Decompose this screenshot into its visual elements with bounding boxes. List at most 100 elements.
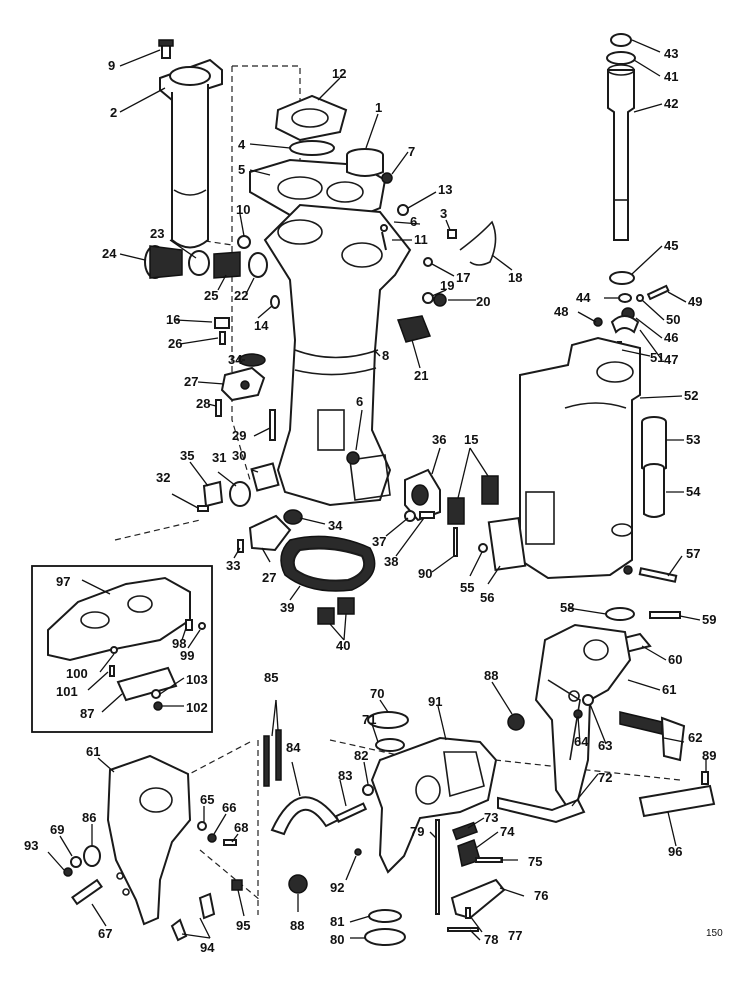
callout-25: 25 bbox=[204, 288, 218, 303]
part-34-gasket bbox=[238, 353, 266, 367]
callout-89: 89 bbox=[702, 748, 716, 763]
part-2-exhaust-tube bbox=[159, 58, 223, 249]
callout-50: 50 bbox=[666, 312, 680, 327]
part-90-pin bbox=[453, 527, 458, 557]
callout-90: 90 bbox=[418, 566, 432, 581]
part-35-bracket bbox=[202, 480, 224, 508]
part-61-stern-bracket-right bbox=[534, 623, 632, 810]
callout-67: 67 bbox=[98, 926, 112, 941]
part-58-ring bbox=[605, 607, 635, 621]
callout-34: 34 bbox=[228, 352, 243, 367]
figure-reference: 150 bbox=[706, 928, 723, 939]
part-92-screw bbox=[354, 848, 362, 856]
part-68-screw bbox=[223, 839, 237, 846]
callout-54: 54 bbox=[686, 484, 701, 499]
callout-40: 40 bbox=[336, 638, 350, 653]
leader-lines bbox=[47, 39, 707, 941]
part-87-block bbox=[116, 666, 178, 702]
part-54-sleeve bbox=[643, 463, 665, 518]
part-21-mount bbox=[396, 315, 432, 343]
callout-38: 38 bbox=[384, 554, 398, 569]
callout-7: 7 bbox=[408, 144, 415, 159]
callout-46: 46 bbox=[664, 330, 678, 345]
part-55-washer bbox=[478, 543, 488, 553]
part-5-gasket bbox=[249, 158, 387, 224]
callout-79: 79 bbox=[410, 824, 424, 839]
callout-13: 13 bbox=[438, 182, 452, 197]
callout-35: 35 bbox=[180, 448, 194, 463]
callout-23: 23 bbox=[150, 226, 164, 241]
callout-78: 78 bbox=[484, 932, 498, 947]
part-95-spring bbox=[231, 879, 243, 891]
callout-42: 42 bbox=[664, 96, 678, 111]
callout-100: 100 bbox=[66, 666, 88, 681]
part-80-washer bbox=[364, 928, 406, 946]
callout-88-right: 88 bbox=[484, 668, 498, 683]
part-75-pin bbox=[475, 857, 503, 863]
callout-56: 56 bbox=[480, 590, 494, 605]
callout-98: 98 bbox=[172, 636, 186, 651]
part-11-pin bbox=[381, 231, 387, 251]
callout-37: 37 bbox=[372, 534, 386, 549]
callout-29: 29 bbox=[232, 428, 246, 443]
part-97-gasket bbox=[47, 576, 191, 662]
callout-92: 92 bbox=[330, 880, 344, 895]
callout-69: 69 bbox=[50, 822, 64, 837]
callout-102: 102 bbox=[186, 700, 208, 715]
callout-17: 17 bbox=[456, 270, 470, 285]
part-12-gasket bbox=[274, 94, 348, 142]
callout-21: 21 bbox=[414, 368, 428, 383]
callout-80: 80 bbox=[330, 932, 344, 947]
callout-77: 77 bbox=[508, 928, 522, 943]
callout-31: 31 bbox=[212, 450, 226, 465]
callout-65: 65 bbox=[200, 792, 214, 807]
callout-103: 103 bbox=[186, 672, 208, 687]
part-61-stern-bracket-left bbox=[106, 754, 192, 926]
callout-57: 57 bbox=[686, 546, 700, 561]
part-43-cap bbox=[610, 33, 632, 47]
callout-86: 86 bbox=[82, 810, 96, 825]
part-86-bushing bbox=[83, 845, 101, 867]
callout-16: 16 bbox=[166, 312, 180, 327]
callout-52: 52 bbox=[684, 388, 698, 403]
parts-drawing bbox=[31, 33, 716, 946]
part-85-spring-a bbox=[263, 735, 270, 787]
callout-61-left: 61 bbox=[86, 744, 100, 759]
callout-3: 3 bbox=[440, 206, 447, 221]
callout-82: 82 bbox=[354, 748, 368, 763]
callout-45: 45 bbox=[664, 238, 678, 253]
part-15-mount-a bbox=[447, 497, 465, 525]
part-39-seal bbox=[280, 535, 376, 592]
callout-68: 68 bbox=[234, 820, 248, 835]
callout-55: 55 bbox=[460, 580, 474, 595]
part-40-grommet-b bbox=[337, 597, 355, 615]
callout-15: 15 bbox=[464, 432, 478, 447]
part-4-o-ring bbox=[289, 140, 335, 156]
callout-64: 64 bbox=[574, 734, 589, 749]
part-45-o-ring bbox=[609, 271, 635, 285]
callout-20: 20 bbox=[476, 294, 490, 309]
part-22-ring bbox=[248, 252, 268, 278]
callout-4: 4 bbox=[238, 137, 246, 152]
callout-41: 41 bbox=[664, 69, 678, 84]
callout-49: 49 bbox=[688, 294, 702, 309]
part-49-screw bbox=[646, 284, 670, 301]
part-52-drive-shaft-housing bbox=[519, 336, 641, 580]
part-76-link bbox=[450, 878, 506, 920]
part-89-screw bbox=[701, 771, 709, 785]
part-65-washer bbox=[197, 821, 207, 831]
part-83-bolt bbox=[334, 802, 368, 823]
part-93-nut bbox=[63, 867, 73, 877]
part-9-screw bbox=[158, 39, 174, 59]
part-26-screw bbox=[219, 331, 226, 345]
part-88-bushing-right bbox=[507, 713, 525, 731]
callout-27-lower: 27 bbox=[262, 570, 276, 585]
part-30-plate bbox=[250, 462, 280, 492]
part-99-washer bbox=[198, 622, 206, 630]
part-85-spring-b bbox=[275, 729, 282, 781]
part-91-swivel-bracket bbox=[370, 736, 498, 874]
callout-9: 9 bbox=[108, 58, 115, 73]
callout-61-right: 61 bbox=[662, 682, 676, 697]
callout-27: 27 bbox=[184, 374, 198, 389]
part-17-nut bbox=[423, 257, 433, 267]
